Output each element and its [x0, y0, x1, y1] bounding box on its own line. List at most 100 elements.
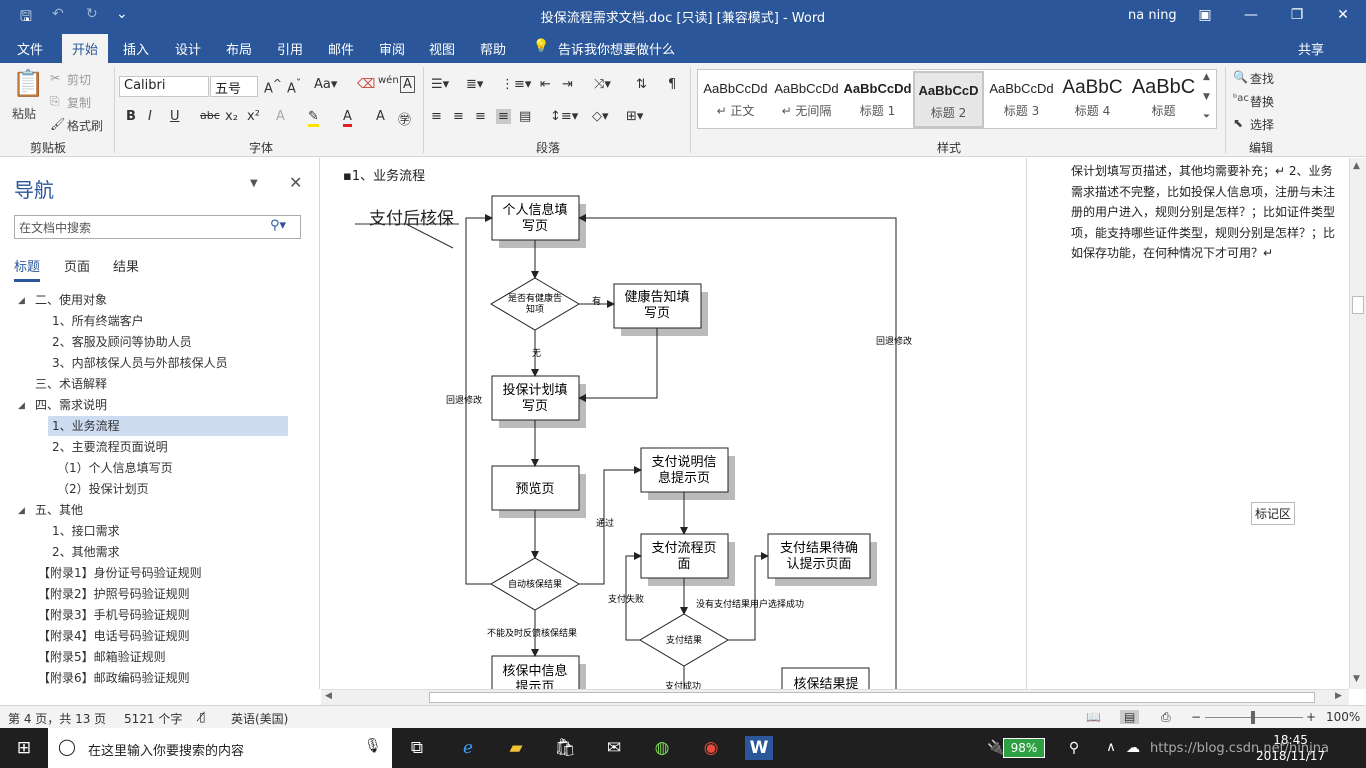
- tab-help[interactable]: 帮助: [480, 43, 507, 58]
- show-hidden-icons-icon[interactable]: ∧: [1106, 740, 1116, 755]
- justify-icon[interactable]: ≡: [496, 109, 511, 124]
- borders-icon[interactable]: ⊞▾: [626, 109, 644, 124]
- print-layout-icon[interactable]: ▤: [1120, 710, 1140, 724]
- minimize-button[interactable]: —: [1244, 7, 1258, 23]
- font-name-box[interactable]: Calibri: [119, 76, 209, 97]
- gallery-up-icon[interactable]: ▲: [1203, 72, 1210, 82]
- highlight-icon[interactable]: ✎: [308, 109, 319, 127]
- zoom-in-icon[interactable]: +: [1306, 710, 1317, 724]
- find-button[interactable]: 查找: [1250, 72, 1275, 86]
- font-color-icon[interactable]: A: [343, 109, 352, 127]
- find-icon[interactable]: 🔍: [1233, 70, 1248, 84]
- nav-search-input[interactable]: 在文档中搜索: [14, 215, 301, 239]
- nav-heading-item[interactable]: （2）投保计划页: [57, 482, 149, 496]
- comment-marker[interactable]: 标记区: [1251, 502, 1296, 525]
- select-icon[interactable]: ⬉: [1233, 116, 1244, 130]
- taskbar-search-box[interactable]: ◯ 在这里输入你要搜索的内容 🎙: [48, 728, 392, 768]
- chrome-icon[interactable]: ◉: [703, 738, 719, 758]
- read-mode-icon[interactable]: 📖: [1086, 710, 1101, 724]
- tab-references[interactable]: 引用: [277, 43, 304, 58]
- zoom-slider-thumb[interactable]: [1251, 711, 1255, 724]
- nav-heading-item[interactable]: 1、所有终端客户: [52, 314, 144, 328]
- nav-heading-item-selected[interactable]: 1、业务流程: [48, 416, 288, 436]
- nav-tab-results[interactable]: 结果: [113, 260, 140, 275]
- scroll-up-icon[interactable]: ▲: [1353, 161, 1360, 171]
- replace-icon[interactable]: ᵇac: [1233, 93, 1249, 104]
- mail-icon[interactable]: ✉: [606, 738, 622, 758]
- nav-tab-headings[interactable]: 标题: [14, 256, 41, 282]
- vertical-scrollbar[interactable]: ▲ ▼: [1349, 158, 1366, 689]
- close-button[interactable]: ✕: [1337, 7, 1349, 23]
- nav-heading-item[interactable]: 二、使用对象: [35, 293, 108, 307]
- clear-format-icon[interactable]: ⌫: [357, 77, 376, 92]
- align-center-icon[interactable]: ≡: [453, 109, 464, 124]
- char-border-icon[interactable]: A: [400, 76, 415, 93]
- gallery-more-icon[interactable]: ⏷: [1203, 112, 1211, 122]
- taskbar-clock[interactable]: 18:45 2018/11/17: [1256, 732, 1325, 764]
- store-icon[interactable]: 🛍: [554, 738, 576, 758]
- style-no-spacing[interactable]: AaBbCcDd↵ 无间隔: [771, 71, 842, 128]
- zoom-out-icon[interactable]: −: [1191, 710, 1202, 724]
- undo-icon[interactable]: ↶: [52, 6, 64, 22]
- tab-review[interactable]: 审阅: [379, 43, 406, 58]
- bullets-icon[interactable]: ☰▾: [431, 77, 450, 92]
- task-view-icon[interactable]: ⧉: [410, 738, 424, 758]
- phonetic-guide-icon[interactable]: wén: [378, 75, 399, 86]
- scroll-right-icon[interactable]: ▶: [1335, 691, 1342, 701]
- decrease-indent-icon[interactable]: ⇤: [540, 77, 551, 92]
- font-size-box[interactable]: 五号: [210, 76, 258, 97]
- microphone-icon[interactable]: 🎙: [364, 738, 382, 754]
- maximize-button[interactable]: ❐: [1290, 7, 1304, 23]
- chinese-layout-icon[interactable]: ⤨▾: [594, 77, 611, 92]
- tab-layout[interactable]: 布局: [226, 43, 253, 58]
- bold-icon[interactable]: B: [126, 109, 136, 124]
- subscript-icon[interactable]: x₂: [225, 109, 238, 124]
- format-painter-button[interactable]: 格式刷: [67, 119, 104, 133]
- nav-heading-item[interactable]: 1、接口需求: [52, 524, 120, 538]
- tab-insert[interactable]: 插入: [123, 43, 150, 58]
- shrink-font-icon[interactable]: Aˇ: [287, 77, 302, 97]
- nav-tab-pages[interactable]: 页面: [64, 260, 91, 275]
- collapse-triangle-icon[interactable]: ◢: [18, 401, 25, 411]
- replace-button[interactable]: 替换: [1250, 95, 1275, 109]
- grow-font-icon[interactable]: A^: [264, 77, 282, 97]
- style-normal[interactable]: AaBbCcDd↵ 正文: [700, 71, 771, 128]
- nav-close-icon[interactable]: ✕: [289, 173, 303, 192]
- align-left-icon[interactable]: ≡: [431, 109, 442, 124]
- edge-icon[interactable]: ℯ: [462, 738, 474, 758]
- nav-heading-item[interactable]: 【附录1】身份证号码验证规则: [38, 566, 202, 580]
- numbering-icon[interactable]: ≣▾: [466, 77, 484, 92]
- nav-heading-item[interactable]: （1）个人信息填写页: [57, 461, 173, 475]
- language[interactable]: 英语(美国): [231, 712, 289, 726]
- nav-heading-item[interactable]: 2、主要流程页面说明: [52, 440, 168, 454]
- paste-icon[interactable]: 📋: [12, 69, 45, 99]
- ribbon-display-options-button[interactable]: ▣: [1198, 7, 1212, 23]
- change-case-icon[interactable]: Aa▾: [314, 77, 338, 92]
- copy-icon[interactable]: ⎘: [50, 94, 60, 108]
- user-name[interactable]: na ning: [1128, 8, 1177, 23]
- nav-heading-item[interactable]: 【附录2】护照号码验证规则: [38, 587, 190, 601]
- scroll-down-icon[interactable]: ▼: [1353, 674, 1360, 684]
- tab-design[interactable]: 设计: [175, 43, 202, 58]
- nav-heading-item[interactable]: 【附录3】手机号码验证规则: [38, 608, 190, 622]
- cut-button[interactable]: 剪切: [67, 73, 92, 87]
- collapse-triangle-icon[interactable]: ◢: [18, 296, 25, 306]
- search-icon[interactable]: ⚲▾: [270, 218, 287, 233]
- gallery-down-icon[interactable]: ▼: [1203, 92, 1210, 102]
- scroll-left-icon[interactable]: ◀: [325, 691, 332, 701]
- nav-heading-item[interactable]: 3、内部核保人员与外部核保人员: [52, 356, 228, 370]
- nav-heading-item[interactable]: 四、需求说明: [35, 398, 108, 412]
- tab-file[interactable]: 文件: [17, 43, 44, 58]
- line-spacing-icon[interactable]: ↕≡▾: [550, 109, 579, 124]
- hscroll-thumb[interactable]: [429, 692, 1315, 703]
- nav-heading-item[interactable]: 2、客服及顾问等协助人员: [52, 335, 192, 349]
- enclose-char-icon[interactable]: ㊫: [398, 113, 412, 128]
- nav-options-icon[interactable]: ▼: [250, 178, 258, 189]
- select-button[interactable]: 选择: [1250, 118, 1275, 132]
- show-marks-icon[interactable]: ¶: [668, 77, 677, 92]
- redo-icon[interactable]: ↻: [86, 6, 98, 22]
